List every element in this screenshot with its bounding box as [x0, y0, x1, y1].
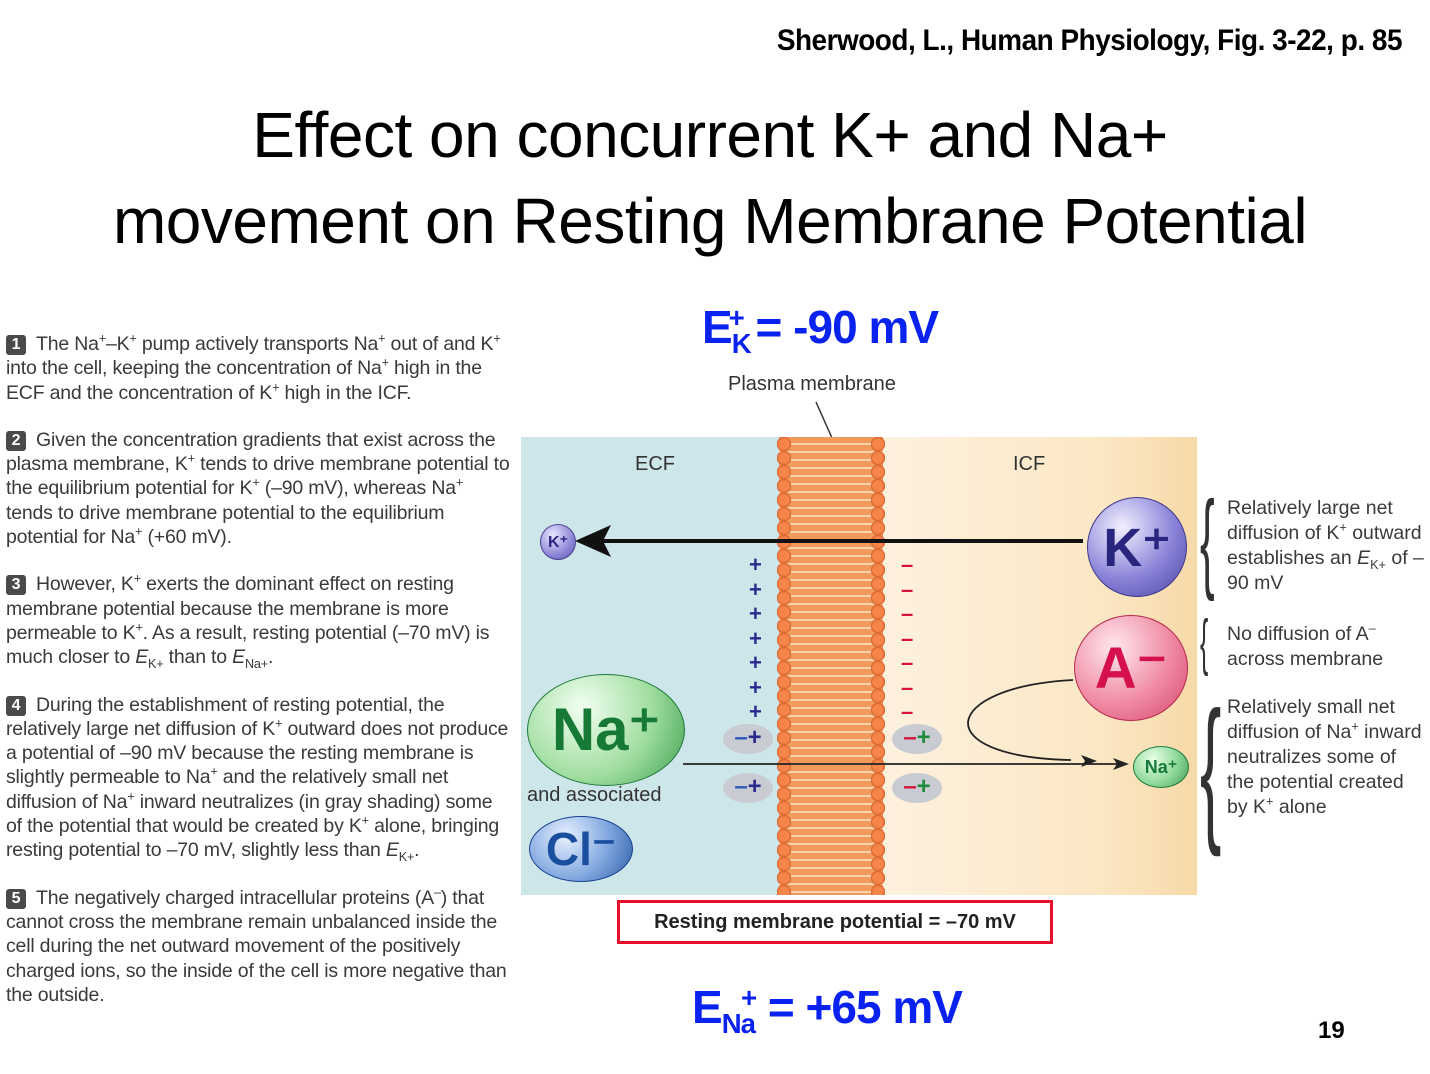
neutralized-pair-ecf-1: –+ — [723, 724, 773, 754]
icf-label: ICF — [1013, 453, 1046, 475]
resting-potential-box: Resting membrane potential = –70 mV — [617, 900, 1053, 944]
citation: Sherwood, L., Human Physiology, Fig. 3-2… — [776, 24, 1403, 57]
page-number: 19 — [1318, 1017, 1345, 1044]
note-na-diffusion: Relatively small net diffusion of Na+ in… — [1227, 696, 1422, 818]
and-associated-label: and associated — [527, 784, 662, 806]
a-minus-ion: A⁻ — [1074, 615, 1188, 721]
brace-icon: { — [1200, 678, 1222, 857]
ecf-label: ECF — [635, 453, 675, 475]
brace-icon: { — [1200, 608, 1209, 677]
neutralized-pair-icf-2: –+ — [892, 773, 942, 803]
note-k-diffusion: Relatively large net diffusion of K+ out… — [1227, 497, 1424, 594]
diffusion-arrows — [575, 525, 1129, 770]
icf-negative-charges: ––––––– — [901, 552, 914, 724]
neutralized-pair-icf-1: –+ — [892, 724, 942, 754]
lipid-bilayer — [777, 437, 885, 895]
na-ion-large: Na⁺ — [527, 674, 685, 786]
k-ion-small: K⁺ — [540, 524, 576, 560]
membrane-pointer-line — [815, 401, 833, 439]
neutralized-pair-ecf-2: –+ — [723, 773, 773, 803]
brace-icon: { — [1200, 479, 1215, 602]
ek-equation: EK+ = -90 mV — [702, 301, 939, 360]
ena-equation: ENa+ = +65 mV — [692, 981, 963, 1040]
membrane-figure: ECF ICF K⁺ K⁺ A⁻ Na⁺ Na⁺ and associated … — [521, 437, 1197, 895]
na-ion-small: Na⁺ — [1133, 746, 1189, 788]
slide-title: Effect on concurrent K+ and Na+ movement… — [112, 99, 1308, 257]
ecf-positive-charges: +++++++ — [749, 552, 762, 724]
cl-ion: Cl⁻ — [529, 816, 633, 882]
plasma-membrane-label: Plasma membrane — [728, 373, 896, 395]
note-a-minus: No diffusion of A– across membrane — [1227, 621, 1384, 670]
k-ion-large: K⁺ — [1087, 497, 1187, 597]
